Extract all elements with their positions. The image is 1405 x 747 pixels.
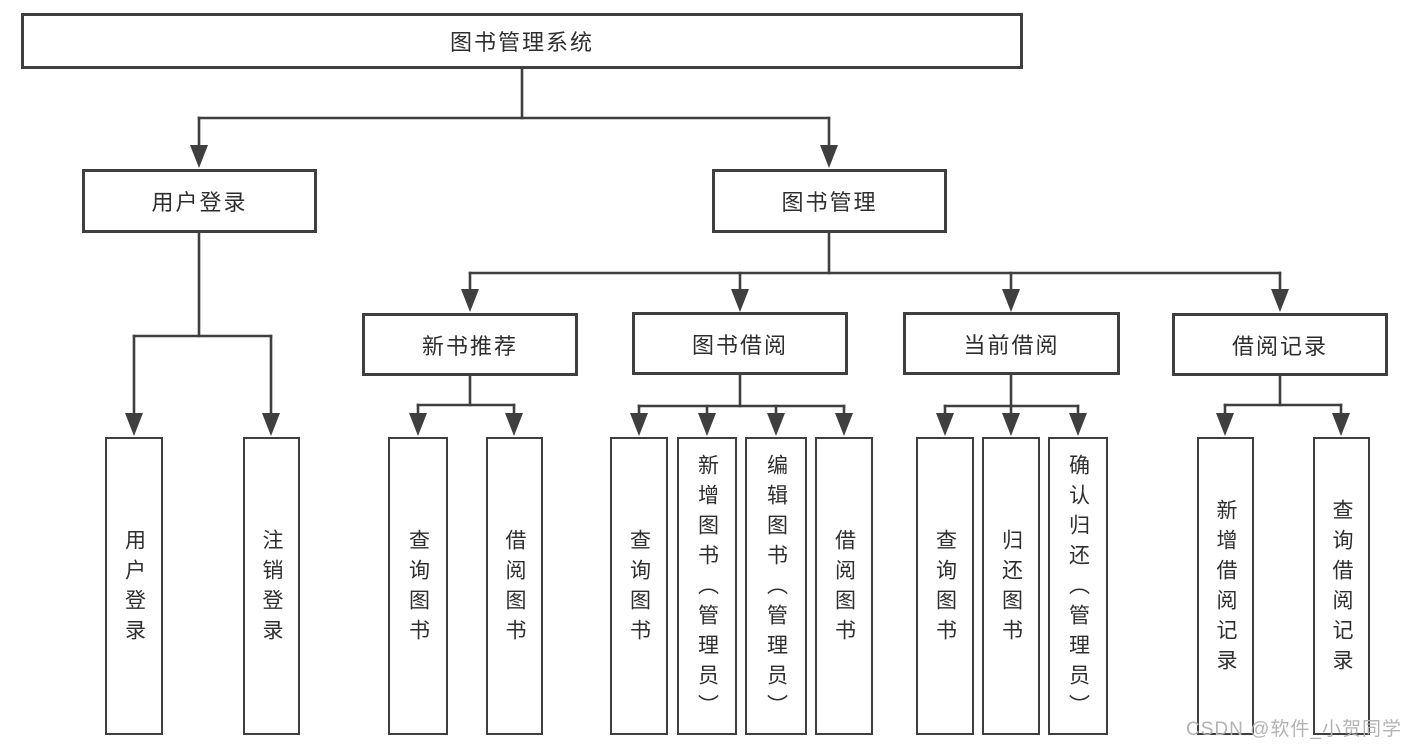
csdn-watermark: CSDN @软件_小贺同学 <box>1186 719 1402 740</box>
leaf-current-return-books: 归还图书 <box>982 437 1040 735</box>
node-borrow-records: 借阅记录 <box>1172 313 1388 376</box>
node-current-borrow: 当前借阅 <box>903 312 1120 375</box>
node-user-login: 用户登录 <box>82 169 317 233</box>
leaf-logout: 注销登录 <box>243 437 300 735</box>
leaf-borrow-borrow-books: 借阅图书 <box>815 437 873 735</box>
node-book-management: 图书管理 <box>712 169 947 233</box>
leaf-borrow-query-books: 查询图书 <box>610 437 668 735</box>
leaf-current-confirm-return-admin: 确认归还（管理员） <box>1048 437 1108 735</box>
node-library-management-system: 图书管理系统 <box>21 13 1023 69</box>
leaf-recommend-query-books: 查询图书 <box>388 437 448 735</box>
leaf-recommend-borrow-books: 借阅图书 <box>486 437 543 735</box>
leaf-user-login: 用户登录 <box>105 437 163 735</box>
leaf-records-query-record: 查询借阅记录 <box>1313 437 1370 735</box>
node-book-borrow: 图书借阅 <box>632 312 848 375</box>
leaf-records-add-record: 新增借阅记录 <box>1197 437 1254 735</box>
leaf-borrow-edit-books-admin: 编辑图书（管理员） <box>745 437 807 735</box>
leaf-borrow-add-books-admin: 新增图书（管理员） <box>677 437 737 735</box>
leaf-current-query-books: 查询图书 <box>916 437 974 735</box>
node-new-book-recommend: 新书推荐 <box>362 313 578 376</box>
